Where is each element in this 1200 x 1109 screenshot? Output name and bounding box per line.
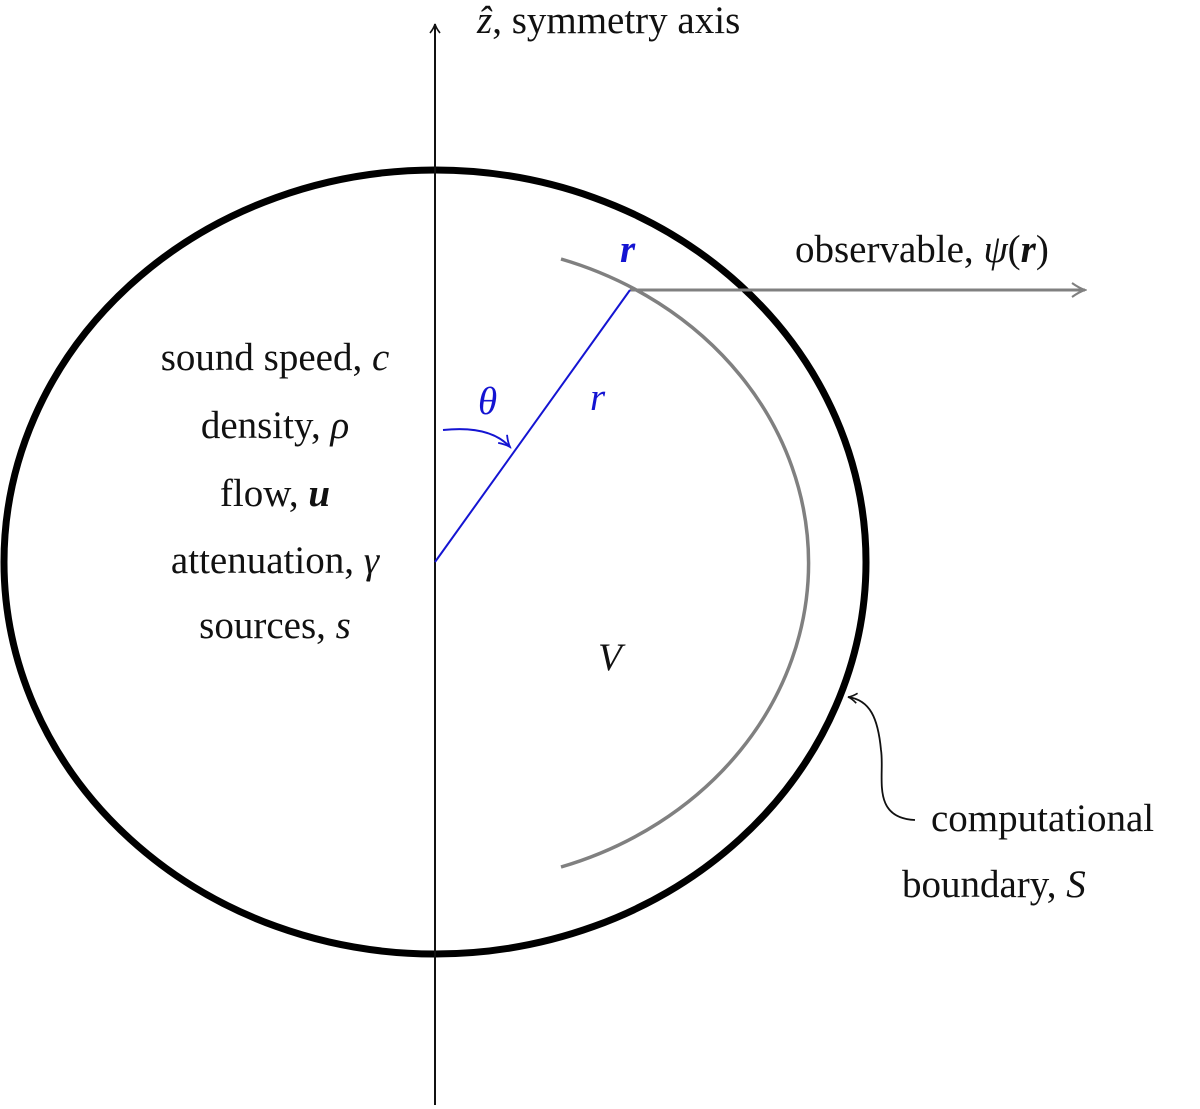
observable-close: ) bbox=[1036, 228, 1049, 271]
property-label: flow, bbox=[220, 472, 308, 515]
volume-label: V bbox=[598, 636, 626, 679]
property-sound-speed: sound speed, c bbox=[161, 336, 390, 379]
boundary-pointer-curve bbox=[847, 692, 916, 821]
property-label: density, bbox=[201, 404, 331, 447]
property-attenuation: attenuation, γ bbox=[171, 539, 381, 582]
property-sources: sources, s bbox=[199, 604, 351, 647]
property-density: density, ρ bbox=[201, 404, 349, 447]
boundary-label-line2: boundary, S bbox=[902, 863, 1086, 906]
boundary-label-text: boundary, bbox=[902, 863, 1066, 906]
property-symbol: s bbox=[336, 604, 351, 647]
observable-label: observable, ψ(r) bbox=[795, 228, 1049, 271]
property-flow: flow, u bbox=[220, 472, 330, 515]
observable-arg: r bbox=[1021, 228, 1037, 271]
property-label: attenuation, bbox=[171, 539, 364, 582]
boundary-label-line1: computational bbox=[931, 797, 1154, 840]
property-symbol: c bbox=[372, 336, 389, 379]
radius-line bbox=[434, 289, 631, 563]
observation-arc bbox=[560, 257, 811, 869]
property-list: sound speed, c density, ρ flow, u attenu… bbox=[161, 336, 390, 647]
axis-label-text: , symmetry axis bbox=[492, 0, 740, 42]
boundary-symbol: S bbox=[1066, 863, 1086, 906]
property-label: sources, bbox=[199, 604, 335, 647]
property-symbol: u bbox=[308, 472, 330, 515]
observable-open: ( bbox=[1008, 228, 1021, 271]
theta-angle-arc bbox=[442, 428, 510, 447]
property-label: sound speed, bbox=[161, 336, 372, 379]
observable-func: ψ bbox=[983, 228, 1008, 271]
theta-label: θ bbox=[478, 380, 497, 423]
axis-symbol: ẑ bbox=[476, 0, 493, 42]
position-vector-label: r bbox=[620, 228, 636, 271]
observable-text: observable, bbox=[795, 228, 983, 271]
axis-label: ẑ, symmetry axis bbox=[476, 0, 740, 42]
property-symbol: ρ bbox=[329, 404, 349, 447]
property-symbol: γ bbox=[364, 539, 381, 582]
radius-label: r bbox=[590, 376, 606, 419]
